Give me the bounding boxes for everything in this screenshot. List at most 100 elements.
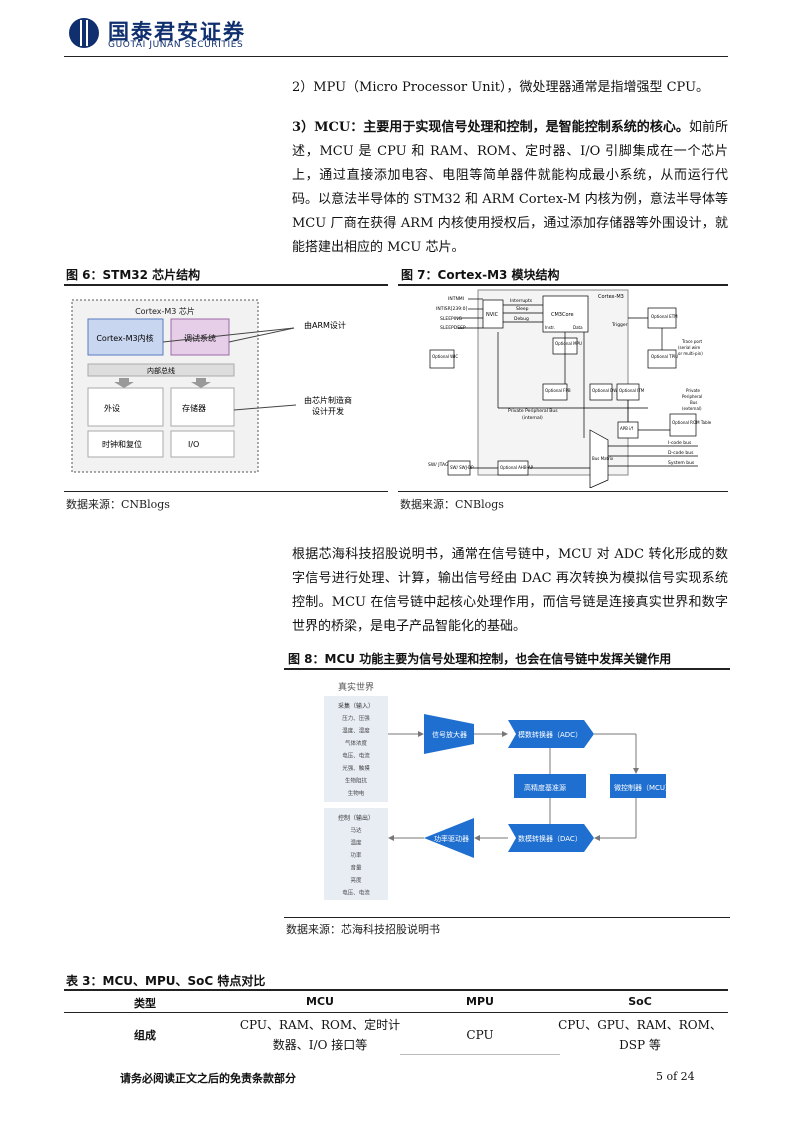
core-box [87,318,164,356]
opt-fpb-label: Optional FPB [545,388,571,393]
ppb-ext-label-2: Peripheral [682,394,702,399]
input-item: 生物电 [348,789,365,797]
vendor-design-label-2: 设计开发 [312,406,344,416]
company-name-cn: 国泰君安证券 [108,20,246,44]
bus-arrow-left [114,378,134,388]
bus-arrow-right [191,378,211,388]
io-label: I/O [188,440,199,449]
output-panel [324,808,388,900]
amp-label: 信号放大器 [432,730,467,739]
ppb-label-2: (internal) [522,415,543,421]
trace-port-label-1: Trace port [681,339,703,344]
amp-shape [424,714,474,754]
table3-row-label: 组成 [134,1029,156,1042]
table3-header-rule [64,1012,728,1013]
debug-box [170,318,230,356]
sleepdeep-label: SLEEPDEEP [440,325,466,331]
paragraph-mcu: 3）MCU：主要用于实现信号处理和控制，是智能控制系统的核心。如前所述，MCU … [292,116,728,260]
table3-mpu-cell: CPU [466,1028,494,1042]
fig8-title: 图 8：MCU 功能主要为信号处理和控制，也会在信号链中发挥关键作用 [288,652,672,666]
output-head: 控制（输出） [338,814,374,822]
fig6-bottom-rule [64,491,388,492]
arm-pointer-2 [162,327,295,343]
opt-etm-label: Optional ETM [651,314,678,319]
trace-port-label-3: or multi-pin) [678,351,703,356]
table3-soc-line-2: DSP 等 [619,1038,661,1052]
periph-box [87,387,164,427]
header-rule [64,56,728,57]
table3-header-mcu: MCU [306,995,334,1008]
chip-label: Cortex-M3 芯片 [135,306,195,316]
clock-label: 时钟和复位 [102,439,142,449]
fig7-diagram: Cortex-M3 INTNMI INTISR[239:0] SLEEPING … [428,289,712,488]
sleeping-label: SLEEPING [440,316,462,322]
company-name-en: GUOTAI JUNAN SECURITIES [108,40,244,50]
input-item: 压力、压强 [342,714,370,722]
opt-itm-label: Optional ITM [619,388,645,393]
output-item: 马达 [350,826,362,834]
opt-rom-box [669,413,697,437]
fig8-bottom-rule [284,917,730,918]
fig8-top-rule [284,668,730,670]
opt-ahb-label: Optional AHB-AP [500,465,534,470]
core-label: Cortex-M3内核 [96,333,153,343]
table3-header-type: 类型 [134,997,156,1010]
table3-title: 表 3：MCU、MPU、SoC 特点对比 [66,974,266,988]
output-item: 电压、电流 [342,889,370,897]
io-box [170,430,235,458]
table3-header-mpu: MPU [466,995,494,1008]
nvic-box [482,299,504,329]
arm-pointer-1 [228,327,295,343]
memory-box [170,387,235,427]
ppb-label-1: Private Peripheral Bus [508,408,558,414]
input-item: 生物阻抗 [345,777,368,785]
driver-shape [424,818,474,858]
fig6-title: 图 6：STM32 芯片结构 [66,268,201,282]
bus-label: 内部总线 [147,366,175,375]
input-panel [324,696,388,802]
apb-label: APB i/f [620,426,634,431]
input-item: 电压、电流 [342,752,370,760]
table3-mcu-line-1: CPU、RAM、ROM、定时计 [239,1018,401,1032]
adc-shape [508,720,594,748]
fig6-source: 数据来源：CNBlogs [66,498,170,511]
swj-dp-label: SW/ SWJ-DP [450,465,474,470]
opt-tpiu-label: Optional TPIU [651,354,678,359]
output-item: 亮度 [350,876,362,884]
opt-dwt-box [589,383,613,401]
mcu-label: 微控制器（MCU） [614,783,672,792]
fig7-bottom-rule [398,491,728,492]
table3-soc-line-1: CPU、GPU、RAM、ROM、 [558,1018,722,1032]
intnmi-label: INTNMI [448,296,464,302]
table3-mcu-cell: CPU、RAM、ROM、定时计 数器、I/O 接口等 [230,1015,410,1055]
fig7-source: 数据来源：CNBlogs [400,498,504,511]
input-item: 温度、湿度 [342,727,370,735]
memory-label: 存储器 [182,403,206,413]
opt-dwt-label: Optional DWT [592,388,620,393]
vendor-pointer [233,404,297,411]
instr-label: Instr. [545,325,555,330]
vendor-design-label-1: 由芯片制造商 [304,395,352,405]
sleep-label: Sleep [516,306,529,312]
bus-box [87,363,235,377]
fig7-title: 图 7：Cortex-M3 模块结构 [401,268,560,282]
ppb-ext-label-1: Private [686,388,700,393]
opt-wic-box [429,349,455,369]
footer-disclaimer: 请务必阅读正文之后的免责条款部分 [120,1072,296,1085]
arm-design-label: 由ARM设计 [304,320,346,330]
fig8-source: 数据来源：芯海科技招股说明书 [286,923,440,936]
fig7-top-rule [398,284,728,286]
ppb-ext-label-4: (external) [682,406,702,411]
fig6-top-rule [64,284,388,286]
trigger-label: Trigger [611,322,628,328]
ppb-ext-label-3: Bus [690,400,697,405]
opt-tpiu-box [647,349,677,369]
paragraph-mcu-lead: 3）MCU：主要用于实现信号处理和控制，是智能控制系统的核心。 [292,120,689,135]
table3-mcu-line-2: 数器、I/O 接口等 [272,1038,368,1052]
interrupts-label: Interrupts [510,298,533,304]
output-item: 温度 [350,839,362,847]
opt-fpb-box [542,383,568,401]
opt-mpu-label: Optional MPU [555,341,582,346]
